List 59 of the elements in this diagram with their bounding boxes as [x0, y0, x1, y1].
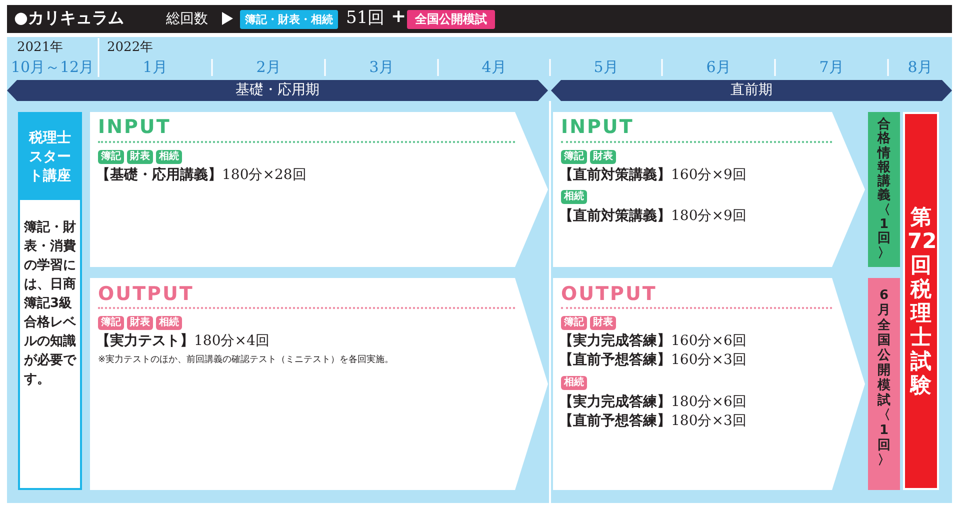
month-label: 6月	[706, 58, 731, 77]
subject-tag: 簿記	[561, 316, 587, 330]
panel-heading: OUTPUT	[98, 283, 194, 305]
exam-bar	[903, 112, 939, 490]
subject-tag: 相続	[156, 150, 182, 164]
period-label: 基礎・応用期	[236, 81, 320, 100]
period-banner	[551, 80, 952, 101]
chevron-panel	[553, 112, 865, 267]
chevron-panel	[90, 278, 548, 490]
lecture-text: 【直前対策講義】160分×9回	[559, 166, 746, 184]
bar-text: 6月全国公開模試〈1回〉	[876, 288, 892, 468]
subject-tag: 財表	[590, 316, 616, 330]
month-label: 10月～12月	[10, 58, 94, 77]
month-label: 3月	[369, 58, 394, 77]
month-label: 7月	[819, 58, 844, 77]
period-label: 直前期	[730, 81, 772, 100]
chevron-panel	[90, 112, 548, 267]
lecture-text: 【直前対策講義】180分×9回	[559, 207, 746, 225]
category-badge: 簿記・財表・相続	[240, 10, 338, 29]
lecture-text: 【実力テスト】180分×4回	[96, 332, 270, 350]
panel-heading: INPUT	[561, 116, 634, 138]
subject-tag: 相続	[561, 190, 587, 204]
note-text: ※実力テストのほか、前回講義の確認テスト（ミニテスト）を各回実施。	[98, 354, 394, 366]
course-title: 税理士スタート講座	[20, 114, 80, 200]
panel-heading: INPUT	[98, 116, 171, 138]
month-label: 4月	[482, 58, 506, 77]
lecture-bar	[868, 112, 900, 267]
category-badge: 全国公開模試	[407, 10, 495, 29]
period-banner	[7, 80, 548, 101]
subject-tag: 相続	[561, 376, 587, 390]
year-label: 2021年	[17, 39, 64, 57]
lecture-text: 【直前予想答練】160分×3回	[559, 351, 746, 369]
count-text: 51回	[346, 7, 385, 29]
month-label: 1月	[142, 58, 168, 77]
mock-exam-bar	[868, 278, 900, 490]
year-label: 2022年	[107, 39, 154, 57]
subject-tag: 簿記	[98, 150, 124, 164]
subject-tag: 財表	[127, 316, 153, 330]
subject-tag: 簿記	[561, 150, 587, 164]
subject-tag: 簿記	[98, 316, 124, 330]
subject-tag: 財表	[590, 150, 616, 164]
month-label: 2月	[256, 58, 281, 77]
panel-heading: OUTPUT	[561, 283, 657, 305]
subject-tag: 相続	[156, 316, 182, 330]
lecture-text: 【基礎・応用講義】180分×28回	[96, 166, 306, 184]
chevron-panel	[553, 278, 865, 490]
course-note: 簿記・財表・消費の学習には、日商簿記3級合格レベルの知識が必要です。	[24, 219, 76, 389]
header-label: 総回数	[166, 10, 208, 29]
subject-tag: 財表	[127, 150, 153, 164]
month-label: 5月	[594, 58, 618, 77]
month-label: 8月	[908, 58, 932, 77]
lecture-text: 【実力完成答練】180分×6回	[559, 393, 746, 411]
bar-text: 第72回税理士試験	[908, 205, 934, 397]
lecture-text: 【直前予想答練】180分×3回	[559, 412, 746, 430]
lecture-text: 【実力完成答練】160分×6回	[559, 332, 746, 350]
course-box	[18, 112, 82, 490]
plus-sign: +	[391, 6, 406, 28]
title: ●カリキュラム	[14, 8, 124, 28]
bar-text: 合格情報講義〈1回〉	[876, 118, 892, 261]
